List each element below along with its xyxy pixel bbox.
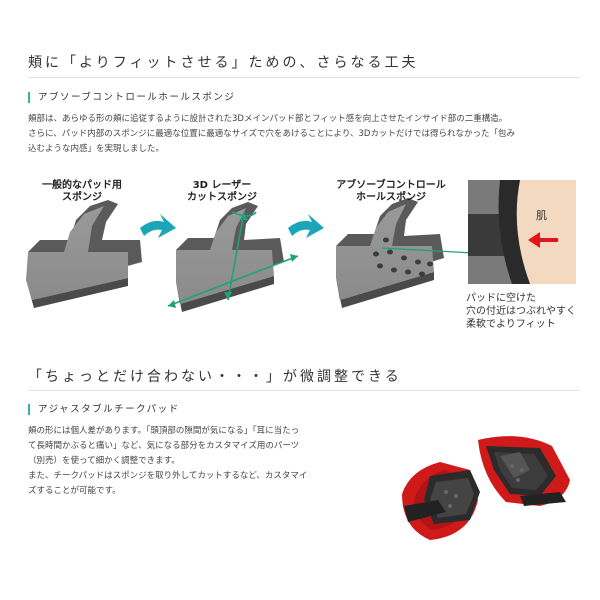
skin-label: 肌 [536, 209, 547, 222]
arrow-1-icon [140, 214, 176, 238]
section2-subheading: アジャスタブルチークパッド [28, 404, 180, 415]
divider [28, 77, 580, 78]
absorb-hole-sponge [336, 198, 444, 308]
section2-heading: 「ちょっとだけ合わない・・・」が微調整できる [28, 369, 402, 385]
fit-note: パッドに空けた 穴の付近はつぶれやすく 柔軟でよりフィット [466, 293, 576, 330]
divider [28, 390, 580, 391]
press-arrow-icon [528, 232, 558, 248]
section1-paragraph: 頬部は、あらゆる形の頬に追従するように設計された3Dメインパッド部とフィット感を… [28, 114, 515, 154]
arrowhead-right-icon [290, 254, 298, 262]
section1-subheading: アブソーブコントロールホールスポンジ [28, 92, 235, 103]
cross-section-inset [468, 180, 576, 284]
section1-heading: 頬に「よりフィットさせる」ための、さらなる工夫 [28, 55, 419, 71]
arrowhead-down-icon [224, 292, 232, 300]
section2-paragraph: 頬の形には個人差があります。「頭頂部の隙間が気になる」「耳に当たっ て長時間かぶ… [28, 426, 308, 496]
arrowhead-left-icon [168, 300, 176, 308]
label-absorb-hole-sponge: アブソーブコントロール ホールスポンジ [336, 180, 446, 203]
cut-direction-arrows [167, 211, 299, 307]
cheek-pad-illustration [402, 436, 570, 540]
sponge-holes [373, 237, 433, 277]
arrowhead-up-icon [240, 212, 248, 220]
general-sponge [26, 200, 142, 308]
label-general-sponge: 一般的なパッド用 スポンジ [42, 180, 122, 203]
arrow-2-icon [288, 214, 324, 238]
label-3d-laser-sponge: 3D レーザー カットスポンジ [187, 180, 257, 203]
